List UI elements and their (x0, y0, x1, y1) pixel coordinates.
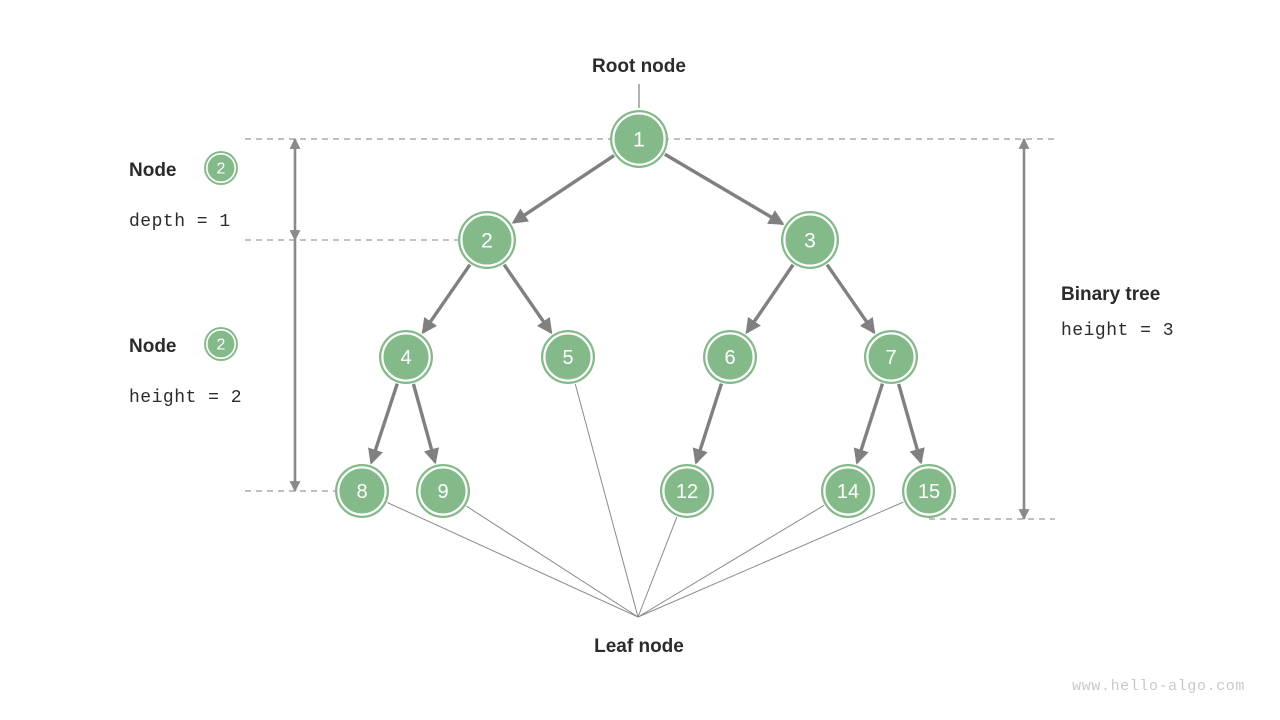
watermark: www.hello-algo.com (1072, 678, 1245, 695)
tree-node-9-value: 9 (437, 481, 448, 503)
tree-node-7[interactable]: 7 (864, 330, 918, 384)
tree-node-3-circle (781, 211, 839, 269)
annotation-tree-height-title: Binary tree (1061, 284, 1160, 305)
annotation-tree-height-metric: height = 3 (1061, 321, 1174, 341)
tree-edge-n1-n3 (663, 152, 785, 226)
root-node-label: Root node (592, 56, 686, 77)
tree-node-6-value: 6 (724, 347, 735, 369)
annotation-node-height-badge-outer (204, 327, 238, 361)
tree-edges-group (368, 152, 925, 465)
annotation-node-depth-metric: depth = 1 (129, 212, 231, 232)
annotation-node-depth-badge-value: 2 (217, 161, 226, 178)
tree-node-3-value: 3 (804, 230, 816, 253)
leaf-leader-9 (466, 505, 639, 618)
annotation-node-depth-badge-outer (204, 151, 238, 185)
tree-edge-n3-n7 (825, 263, 876, 335)
tree-node-7-value: 7 (885, 347, 896, 369)
tree-node-12-circle (660, 464, 714, 518)
tree-node-4-ring (381, 332, 431, 382)
tree-node-2[interactable]: 2 (458, 211, 516, 269)
leaf-leader-8 (387, 502, 639, 618)
leaf-leader-5 (574, 383, 639, 618)
annotation-node-height: Node 2 height = 2 (129, 327, 242, 408)
tree-node-15-circle (902, 464, 956, 518)
tree-node-8-circle (335, 464, 389, 518)
tree-node-5-value: 5 (562, 347, 573, 369)
tree-node-5-ring (543, 332, 593, 382)
tree-node-4[interactable]: 4 (379, 330, 433, 384)
annotation-node-height-title: Node (129, 336, 177, 357)
tree-node-5-circle (541, 330, 595, 384)
annotation-node-depth-badge-ring (206, 153, 237, 184)
tree-node-12[interactable]: 12 (660, 464, 714, 518)
tree-node-1-circle (610, 110, 668, 168)
tree-edge-n1-n2 (511, 154, 615, 224)
leaf-leader-12 (637, 516, 678, 618)
leaf-node-label: Leaf node (594, 636, 684, 657)
tree-node-7-ring (866, 332, 916, 382)
tree-node-8[interactable]: 8 (335, 464, 389, 518)
annotation-node-height-badge-value: 2 (217, 337, 226, 354)
tree-node-8-value: 8 (356, 481, 367, 503)
tree-node-14-circle (821, 464, 875, 518)
tree-node-2-ring (460, 213, 514, 267)
tree-node-15-ring (904, 466, 954, 516)
tree-edge-n2-n5 (502, 263, 553, 335)
annotation-node-depth: Node 2 depth = 1 (129, 151, 238, 232)
tree-node-14[interactable]: 14 (821, 464, 875, 518)
tree-node-1-value: 1 (633, 129, 645, 152)
tree-node-14-value: 14 (837, 481, 859, 503)
tree-node-4-circle (379, 330, 433, 384)
tree-node-7-circle (864, 330, 918, 384)
tree-node-4-value: 4 (400, 347, 411, 369)
tree-edge-n4-n8 (368, 383, 399, 465)
tree-edge-n3-n6 (745, 263, 795, 335)
leaf-leader-lines-group (387, 383, 904, 618)
tree-edge-n7-n15 (897, 383, 925, 465)
tree-node-12-value: 12 (676, 481, 698, 503)
tree-node-9-ring (418, 466, 468, 516)
tree-node-15[interactable]: 15 (902, 464, 956, 518)
tree-node-6-circle (703, 330, 757, 384)
tree-node-6-ring (705, 332, 755, 382)
tree-edge-n4-n9 (411, 383, 440, 465)
tree-node-5[interactable]: 5 (541, 330, 595, 384)
tree-node-1[interactable]: 1 (610, 110, 668, 168)
tree-node-1-ring (612, 112, 666, 166)
annotation-node-height-badge-ring (206, 328, 237, 359)
tree-edge-n7-n14 (853, 383, 885, 465)
leaf-leader-15 (637, 501, 904, 618)
tree-node-15-value: 15 (918, 481, 940, 503)
tree-node-8-ring (337, 466, 387, 516)
annotation-node-depth-title: Node (129, 160, 177, 181)
leaf-leader-14 (637, 504, 825, 618)
tree-edge-n6-n12 (692, 383, 724, 465)
tree-node-2-circle (458, 211, 516, 269)
guide-lines-group (245, 138, 1055, 520)
tree-edge-n2-n4 (421, 263, 472, 335)
annotation-node-height-metric: height = 2 (129, 388, 242, 408)
tree-node-3-ring (783, 213, 837, 267)
measure-arrows-group (289, 137, 1030, 521)
tree-node-6[interactable]: 6 (703, 330, 757, 384)
annotation-tree-height: Binary tree height = 3 (1061, 284, 1174, 341)
tree-node-9[interactable]: 9 (416, 464, 470, 518)
tree-node-12-ring (662, 466, 712, 516)
tree-node-14-ring (823, 466, 873, 516)
tree-node-3[interactable]: 3 (781, 211, 839, 269)
tree-node-2-value: 2 (481, 230, 493, 253)
tree-node-9-circle (416, 464, 470, 518)
